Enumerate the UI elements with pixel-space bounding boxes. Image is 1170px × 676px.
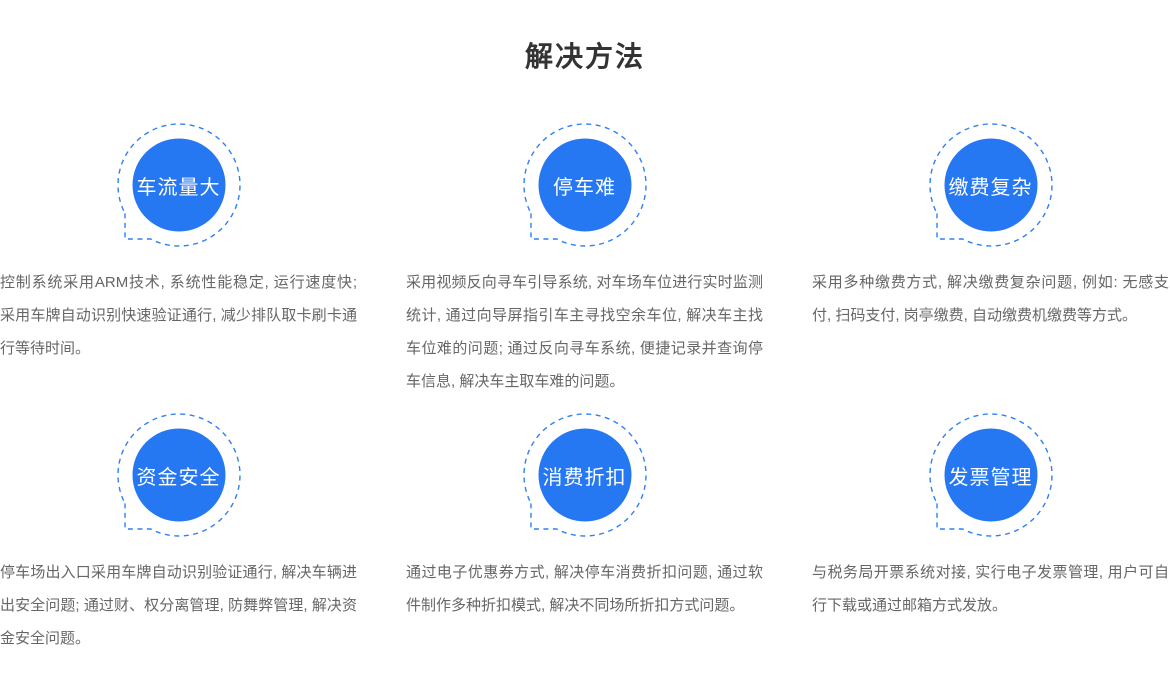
solution-card-invoice-management: 发票管理 与税务局开票系统对接, 实行电子发票管理, 用户可自行下载或通过邮箱方… (812, 412, 1169, 655)
solution-description: 通过电子优惠券方式, 解决停车消费折扣问题, 通过软件制作多种折扣模式, 解决不… (406, 564, 763, 614)
speech-bubble-badge: 车流量大 (116, 122, 242, 248)
page-title: 解决方法 (524, 41, 645, 72)
badge-label: 缴费复杂 (948, 176, 1033, 199)
speech-bubble-icon (522, 413, 647, 537)
solution-description: 采用视频反向寻车引导系统, 对车场车位进行实时监测统计, 通过向导屏指引车主寻找… (406, 274, 763, 390)
solution-description: 控制系统采用ARM技术, 系统性能稳定, 运行速度快; 采用车牌自动识别快速验证… (0, 274, 357, 357)
speech-bubble-badge: 资金安全 (116, 412, 242, 538)
solution-card-payment-complexity: 缴费复杂 采用多种缴费方式, 解决缴费复杂问题, 例如: 无感支付, 扫码支付,… (812, 122, 1169, 398)
badge-label: 资金安全 (136, 466, 221, 489)
solutions-grid: 车流量大 控制系统采用ARM技术, 系统性能稳定, 运行速度快; 采用车牌自动识… (0, 122, 1170, 655)
speech-bubble-badge: 停车难 (522, 122, 648, 248)
solution-card-consumption-discount: 消费折扣 通过电子优惠券方式, 解决停车消费折扣问题, 通过软件制作多种折扣模式… (406, 412, 763, 655)
solution-description: 采用多种缴费方式, 解决缴费复杂问题, 例如: 无感支付, 扫码支付, 岗亭缴费… (812, 274, 1169, 324)
speech-bubble-badge: 缴费复杂 (928, 122, 1054, 248)
speech-bubble-badge: 消费折扣 (522, 412, 648, 538)
badge-label: 停车难 (553, 176, 616, 199)
solution-card-fund-security: 资金安全 停车场出入口采用车牌自动识别验证通行, 解决车辆进出安全问题; 通过财… (0, 412, 357, 655)
solution-description: 与税务局开票系统对接, 实行电子发票管理, 用户可自行下载或通过邮箱方式发放。 (812, 564, 1169, 614)
badge-label: 发票管理 (948, 466, 1033, 489)
speech-bubble-icon (116, 413, 241, 537)
speech-bubble-icon (116, 123, 241, 247)
solution-card-traffic-volume: 车流量大 控制系统采用ARM技术, 系统性能稳定, 运行速度快; 采用车牌自动识… (0, 122, 357, 398)
speech-bubble-icon (928, 123, 1053, 247)
badge-label: 车流量大 (136, 176, 221, 199)
speech-bubble-icon (928, 413, 1053, 537)
solution-description: 停车场出入口采用车牌自动识别验证通行, 解决车辆进出安全问题; 通过财、权分离管… (0, 564, 357, 647)
speech-bubble-badge: 发票管理 (928, 412, 1054, 538)
badge-label: 消费折扣 (542, 466, 627, 489)
speech-bubble-icon (522, 123, 647, 247)
solution-card-parking-difficulty: 停车难 采用视频反向寻车引导系统, 对车场车位进行实时监测统计, 通过向导屏指引… (406, 122, 763, 398)
